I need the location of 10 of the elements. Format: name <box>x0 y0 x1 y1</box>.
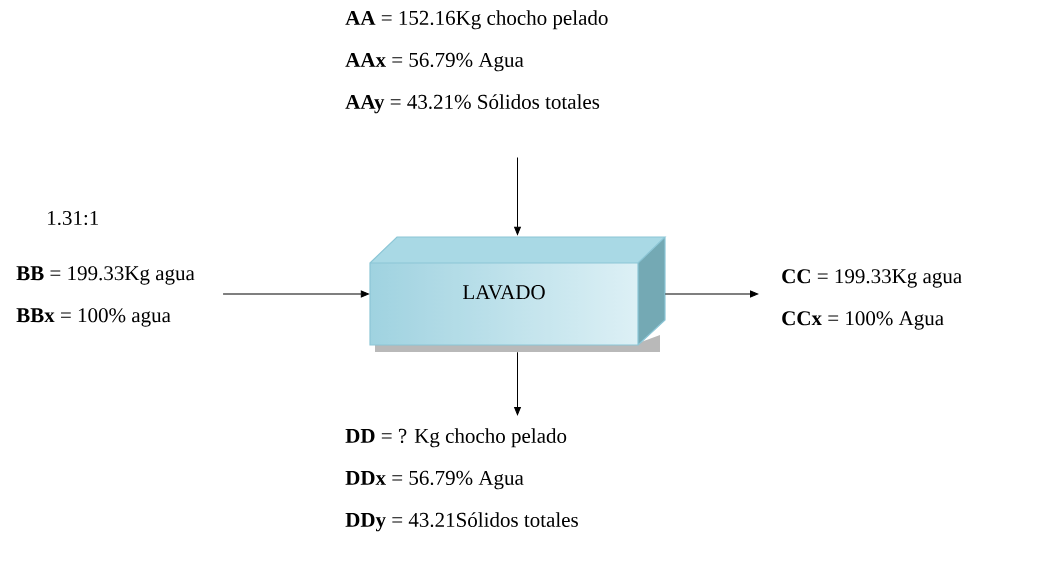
stream-data-text: BB = 199.33Kg agua BBx = 100% agua <box>16 266 195 327</box>
stream-data-text: AA = 152.16Kg chocho pelado AAx = 56.79% Agua AAy = 43.21% Sólidos totales <box>345 10 608 114</box>
arrow <box>664 290 759 298</box>
process-box: LAVADO <box>369 236 667 352</box>
arrow <box>514 157 521 235</box>
arrow <box>222 290 369 298</box>
arrow <box>514 351 521 416</box>
stream-data-text: CC = 199.33Kg agua CCx = 100% Agua <box>782 269 962 330</box>
stream-data-text: DD = ? Kg chocho pelado DDx = 56.79% Agua DDy = 43.21Sólidos totales <box>345 428 578 532</box>
ratio-label: 1.31:1 <box>48 210 99 226</box>
